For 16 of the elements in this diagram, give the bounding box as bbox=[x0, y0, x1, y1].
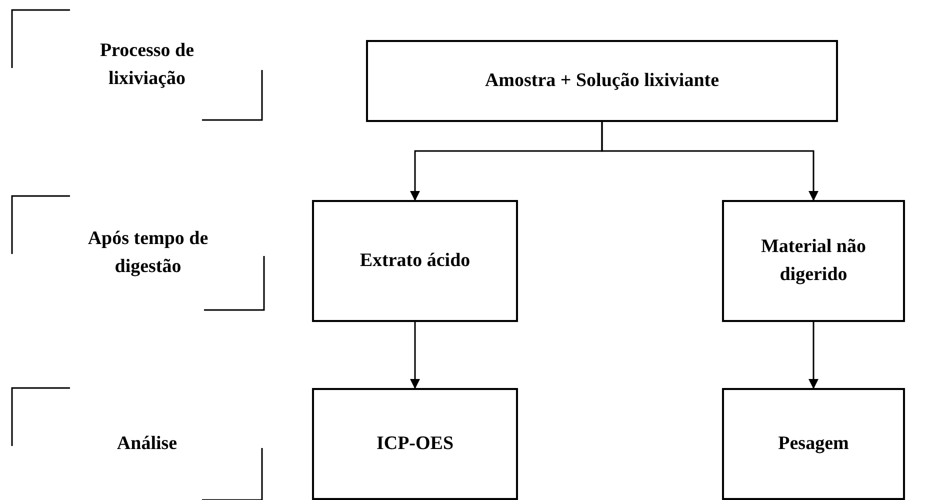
process-box bbox=[722, 388, 905, 500]
arrow bbox=[410, 322, 420, 389]
stage-label: Processo de lixiviação bbox=[98, 38, 196, 91]
box-text: Material não digerido bbox=[760, 234, 867, 287]
process-box bbox=[312, 200, 518, 322]
arrow bbox=[808, 322, 818, 389]
box-text: Amostra + Solução lixiviante bbox=[484, 68, 720, 93]
stage-label: Após tempo de digestão bbox=[86, 226, 210, 279]
process-box bbox=[722, 200, 905, 322]
process-box bbox=[366, 40, 838, 122]
arrow bbox=[601, 122, 818, 201]
box-text: Pesagem bbox=[778, 432, 849, 456]
process-box bbox=[312, 388, 518, 500]
stage-label: Análise bbox=[116, 432, 178, 456]
box-text: Extrato ácido bbox=[360, 248, 470, 273]
box-text: ICP-OES bbox=[376, 432, 454, 456]
